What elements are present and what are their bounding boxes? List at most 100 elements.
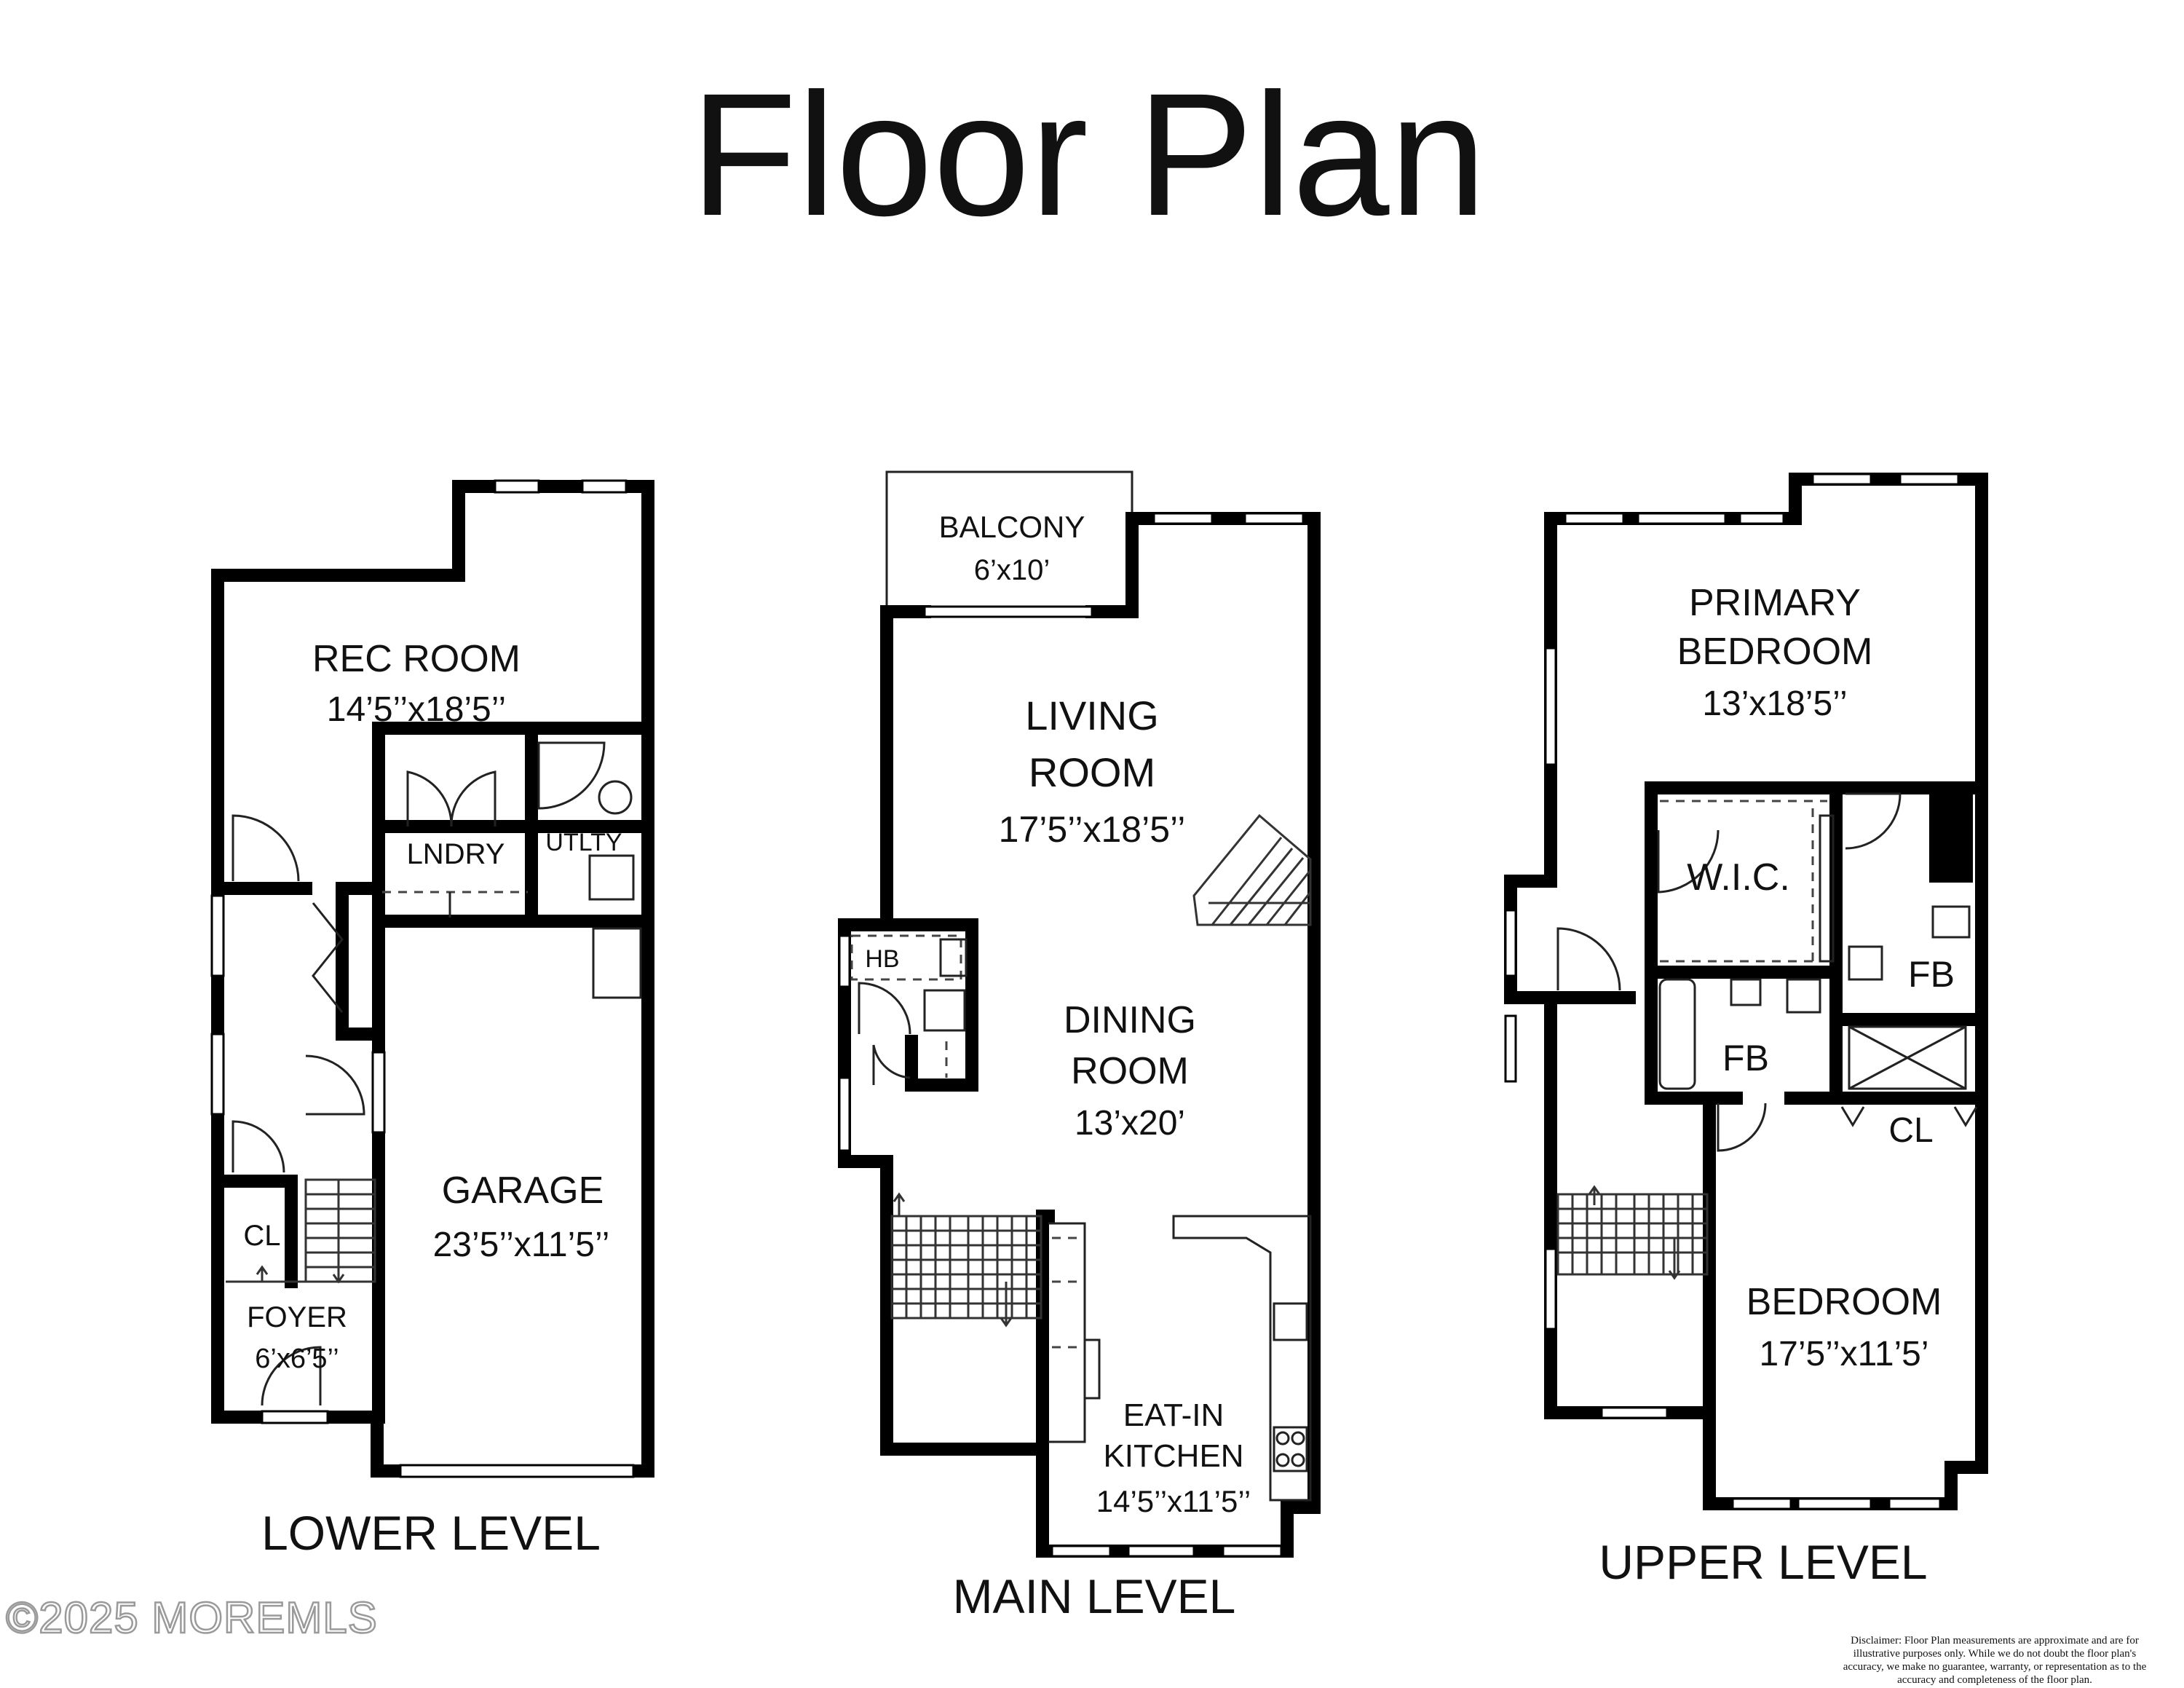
utility-door-swing (537, 741, 606, 810)
bedroom-dims: 17’5’’x11’5’ (1759, 1335, 1928, 1373)
main-window (838, 1076, 851, 1152)
hall-toilet-icon (1730, 978, 1762, 1006)
closet-door-swing (872, 1044, 911, 1085)
living-room-label: LIVING (1025, 693, 1159, 738)
balcony-dims: 6’x10’ (974, 554, 1051, 586)
living-room-label-2: ROOM (1029, 749, 1155, 795)
balcony-slider (923, 605, 1093, 618)
lower-entry-door (261, 1410, 329, 1424)
living-room-dims: 17’5’’x18’5’’ (999, 809, 1186, 850)
kitchen-label-2: KITCHEN (1103, 1438, 1243, 1474)
wic-shelf (1819, 814, 1835, 963)
lower-window (494, 479, 540, 494)
balcony-label: BALCONY (939, 510, 1085, 544)
foyer-door-swing (261, 1346, 322, 1406)
lower-closet-label: CL (243, 1220, 280, 1252)
rec-room-dims: 14’5’’x18’5’’ (327, 690, 506, 729)
upper-window (1600, 1406, 1669, 1419)
lower-cl-wall (211, 1175, 298, 1288)
upper-level-title: UPPER LEVEL (1599, 1535, 1927, 1589)
toilet-icon (939, 938, 968, 977)
lower-door-swing (232, 814, 300, 882)
upper-window (1504, 1014, 1517, 1083)
garage-shelf (592, 927, 642, 999)
lower-hall-door-swing (305, 1054, 365, 1116)
main-window (1152, 512, 1214, 525)
laundry-door-swing (406, 770, 496, 827)
lower-window (581, 479, 628, 494)
lower-level-title: LOWER LEVEL (261, 1506, 601, 1560)
wic-label: W.I.C. (1687, 856, 1790, 899)
upper-window (1899, 473, 1960, 486)
sink-icon (923, 989, 966, 1032)
upper-window (1731, 1497, 1792, 1510)
primary-toilet-icon (1931, 905, 1971, 939)
main-window (1127, 1545, 1195, 1558)
main-level-title: MAIN LEVEL (953, 1569, 1236, 1623)
upper-window (1544, 647, 1557, 766)
shower-icon (1848, 1025, 1967, 1090)
main-level-plan: BALCONY 6’x10’ LIVING ROOM 17’5’’x18’5’’… (838, 470, 1321, 1623)
dining-room-label-2: ROOM (1071, 1050, 1189, 1092)
main-stair-wall (1036, 1210, 1055, 1456)
primary-bedroom-dims: 13’x18’5’’ (1702, 685, 1847, 723)
garage-door (399, 1464, 635, 1478)
disclaimer-line: Disclaimer: Floor Plan measurements are … (1851, 1635, 2139, 1646)
furnace-icon (588, 854, 635, 901)
lower-window (210, 894, 225, 977)
main-window (1243, 512, 1305, 525)
upper-level-plan: PRIMARY BEDROOM 13’x18’5’’ W.I.C. FB FB … (1504, 473, 1988, 1589)
hall-sink-icon (1786, 978, 1821, 1014)
lower-window (371, 1051, 386, 1134)
foyer-label: FOYER (247, 1301, 347, 1333)
laundry-label: LNDRY (407, 838, 505, 870)
upper-window (1738, 512, 1785, 525)
rec-room-label: REC ROOM (312, 638, 521, 680)
dining-room-label: DINING (1064, 999, 1196, 1041)
upper-stairs (1556, 1185, 1709, 1280)
primary-bedroom-label-2: BEDROOM (1677, 631, 1873, 673)
water-heater-icon (598, 780, 633, 815)
upper-window (1504, 909, 1517, 977)
main-window (838, 934, 851, 988)
half-bath-walls (838, 918, 978, 1092)
watermark: ©2025 MOREMLS (6, 1593, 378, 1642)
hall-bath-label: FB (1722, 1038, 1769, 1078)
primary-bath-label: FB (1908, 954, 1955, 995)
disclaimer-line: accuracy and completeness of the floor p… (1897, 1674, 2092, 1686)
upper-window (1797, 1497, 1872, 1510)
lower-level-plan: REC ROOM 14’5’’x18’5’’ LNDRY UTLTY GARAG… (210, 479, 654, 1560)
primary-sink-icon (1848, 945, 1883, 981)
wic-door-swing (1657, 829, 1720, 894)
upper-closet-label: CL (1888, 1111, 1933, 1150)
upper-window (1637, 512, 1727, 525)
kitchen-label: EAT-IN (1123, 1397, 1224, 1433)
primary-bath-door-swing (1845, 792, 1902, 850)
upper-window (1811, 473, 1872, 486)
foyer-dims: 6’x6’5’’ (255, 1344, 339, 1374)
half-bath-dash (850, 934, 962, 981)
upper-inner-walls (1645, 781, 1988, 1419)
lower-closet-bifold (312, 902, 344, 1013)
garage-label: GARAGE (442, 1170, 604, 1212)
disclaimer-line: illustrative purposes only. While we do … (1853, 1648, 2137, 1660)
upper-hall-door-swing (1556, 927, 1621, 991)
disclaimer: Disclaimer: Floor Plan measurements are … (1843, 1635, 2147, 1686)
closet-bifold-icon (1840, 1106, 1978, 1127)
lower-closet-wall (336, 882, 378, 1041)
main-window (1051, 1545, 1112, 1558)
kitchen-counters (1048, 1215, 1312, 1502)
dining-room-dims: 13’x20’ (1075, 1104, 1185, 1143)
wic-rods (1660, 800, 1827, 963)
disclaimer-line: accuracy, we make no guarantee, warranty… (1843, 1661, 2147, 1673)
living-room-stairs (1192, 813, 1312, 926)
lower-level-outline (211, 480, 654, 1478)
kitchen-dims: 14’5’’x11’5’’ (1096, 1484, 1251, 1518)
garage-dims: 23’5’’x11’5’’ (433, 1226, 610, 1264)
lower-window (210, 1033, 225, 1116)
half-bath-label: HB (865, 945, 899, 973)
bathtub-icon (1658, 978, 1696, 1090)
main-stairs (890, 1192, 1042, 1328)
upper-window (1564, 512, 1625, 525)
